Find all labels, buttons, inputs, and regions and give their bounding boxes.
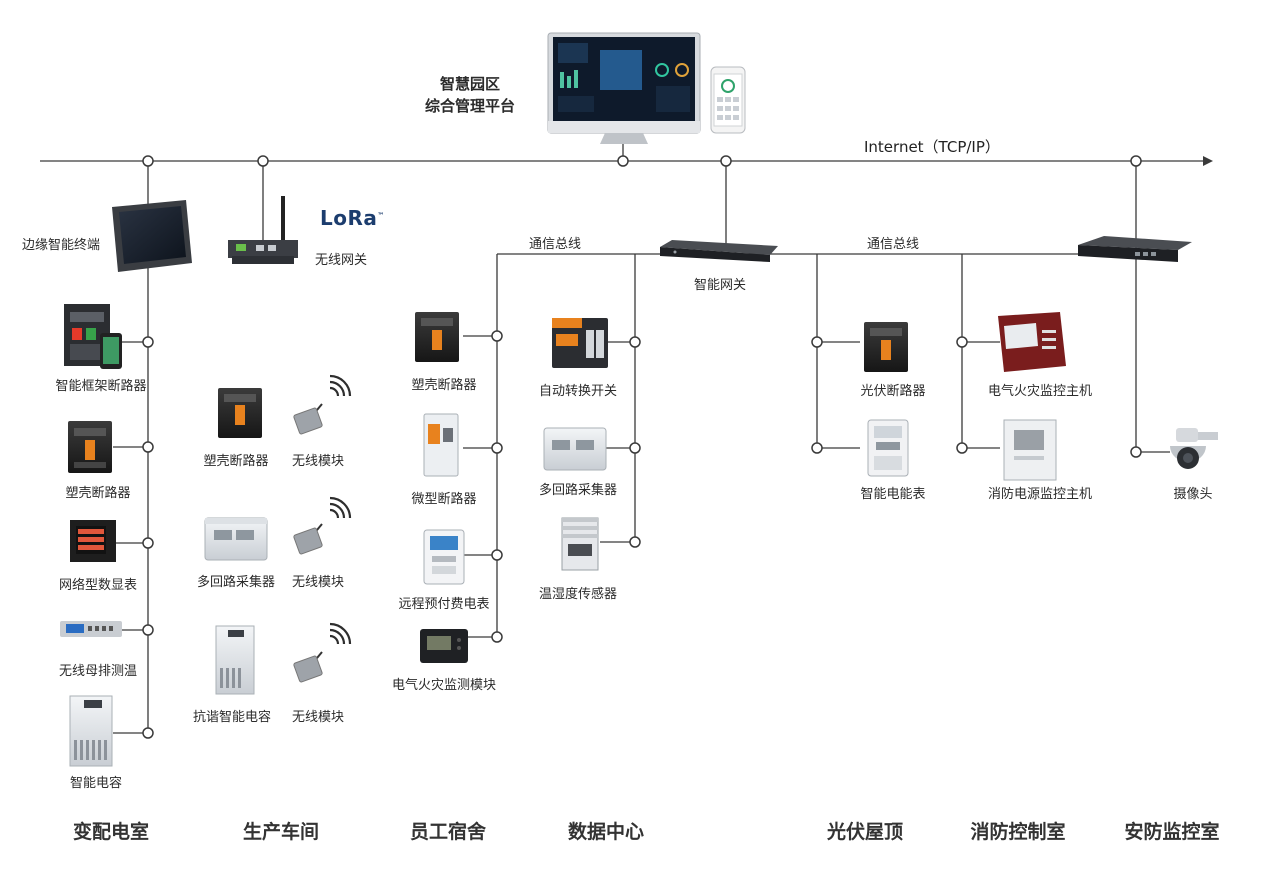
wireless-module-boxes bbox=[293, 403, 323, 683]
ats-switch-icon bbox=[552, 318, 608, 368]
workshop-module-1: 无线模块 bbox=[291, 575, 345, 590]
workshop-device-0: 塑壳断路器 bbox=[203, 454, 269, 469]
bus-label-left: 通信总线 bbox=[529, 237, 582, 252]
bus-label-right: 通信总线 bbox=[867, 237, 920, 252]
dorm-mccb-icon bbox=[415, 312, 459, 362]
micro-breaker-icon bbox=[423, 413, 459, 477]
pv-breaker-icon bbox=[864, 322, 908, 372]
dc-label-1: 多回路采集器 bbox=[538, 483, 618, 498]
wireless-gateway-label: 无线网关 bbox=[315, 253, 368, 268]
fire-label-0: 电气火灾监控主机 bbox=[987, 384, 1093, 399]
workshop-device-2: 抗谐智能电容 bbox=[192, 710, 272, 725]
edge-terminal-icon bbox=[112, 200, 192, 272]
smart-energy-meter-icon bbox=[867, 419, 909, 477]
substation-label-2: 网络型数显表 bbox=[58, 578, 138, 593]
zone-dormitory: 员工宿舍 bbox=[409, 821, 487, 843]
workshop-capacitor-icon bbox=[215, 625, 255, 695]
edge-terminal-label: 边缘智能终端 bbox=[22, 238, 101, 253]
zone-workshop: 生产车间 bbox=[242, 821, 320, 843]
arrow-head-icon bbox=[1203, 156, 1213, 166]
zone-substation: 变配电室 bbox=[72, 821, 150, 843]
dorm-label-1: 微型断路器 bbox=[411, 492, 477, 507]
dc-label-0: 自动转换开关 bbox=[538, 384, 618, 399]
mccb-breaker-icon bbox=[68, 421, 112, 473]
lora-tm: ™ bbox=[377, 211, 385, 220]
dorm-label-2: 远程预付费电表 bbox=[398, 597, 490, 612]
temp-humidity-sensor-icon bbox=[561, 517, 599, 571]
smart-gateway-icon bbox=[660, 240, 778, 262]
platform-title-line1: 智慧园区 bbox=[439, 75, 501, 93]
dc-label-2: 温湿度传感器 bbox=[538, 587, 618, 602]
security-switch-icon bbox=[1078, 236, 1192, 262]
zone-pv-roof: 光伏屋顶 bbox=[826, 821, 904, 843]
dorm-label-0: 塑壳断路器 bbox=[411, 378, 477, 393]
lora-text: LoRa bbox=[320, 206, 378, 230]
fire-power-host-icon bbox=[1003, 419, 1057, 481]
frame-breaker-icon bbox=[64, 304, 122, 369]
platform-title-line2: 综合管理平台 bbox=[424, 97, 516, 115]
pv-label-1: 智能电能表 bbox=[860, 487, 926, 502]
substation-label-1: 塑壳断路器 bbox=[65, 486, 131, 501]
busbar-temp-sensor-icon bbox=[60, 621, 122, 637]
fire-label-1: 消防电源监控主机 bbox=[987, 487, 1093, 502]
lora-logo: LoRa™ bbox=[320, 206, 385, 230]
internet-label: Internet（TCP/IP） bbox=[864, 138, 1000, 156]
junction-nodes bbox=[142, 155, 1142, 739]
prepaid-meter-icon bbox=[423, 529, 465, 585]
substation-label-3: 无线母排测温 bbox=[58, 664, 138, 679]
platform-monitor-icon bbox=[547, 32, 701, 144]
workshop-collector-icon bbox=[204, 517, 268, 561]
mobile-phone-icon bbox=[710, 66, 746, 134]
substation-label-4: 智能电容 bbox=[69, 776, 123, 791]
camera-icon bbox=[1170, 428, 1218, 469]
workshop-mccb-icon bbox=[218, 388, 262, 438]
fire-alarm-host-icon bbox=[998, 312, 1066, 372]
smart-capacitor-icon bbox=[69, 695, 113, 767]
security-label-0: 摄像头 bbox=[1173, 487, 1213, 502]
dc-collector-icon bbox=[543, 427, 607, 471]
wireless-gateway-icon bbox=[228, 196, 298, 264]
workshop-module-0: 无线模块 bbox=[291, 454, 345, 469]
zone-fire-control: 消防控制室 bbox=[970, 821, 1066, 843]
zone-datacenter: 数据中心 bbox=[567, 821, 645, 843]
dorm-label-3: 电气火灾监测模块 bbox=[391, 678, 497, 693]
fire-monitor-module-icon bbox=[420, 629, 468, 663]
smart-gateway-label: 智能网关 bbox=[693, 278, 747, 293]
zone-security: 安防监控室 bbox=[1124, 821, 1220, 843]
workshop-module-2: 无线模块 bbox=[291, 710, 345, 725]
platform-title: 智慧园区 综合管理平台 bbox=[425, 73, 515, 117]
workshop-device-1: 多回路采集器 bbox=[196, 575, 276, 590]
wireless-module-icon bbox=[329, 374, 352, 645]
pv-label-0: 光伏断路器 bbox=[860, 384, 926, 399]
substation-label-0: 智能框架断路器 bbox=[55, 379, 147, 394]
digital-meter-icon bbox=[70, 520, 116, 562]
